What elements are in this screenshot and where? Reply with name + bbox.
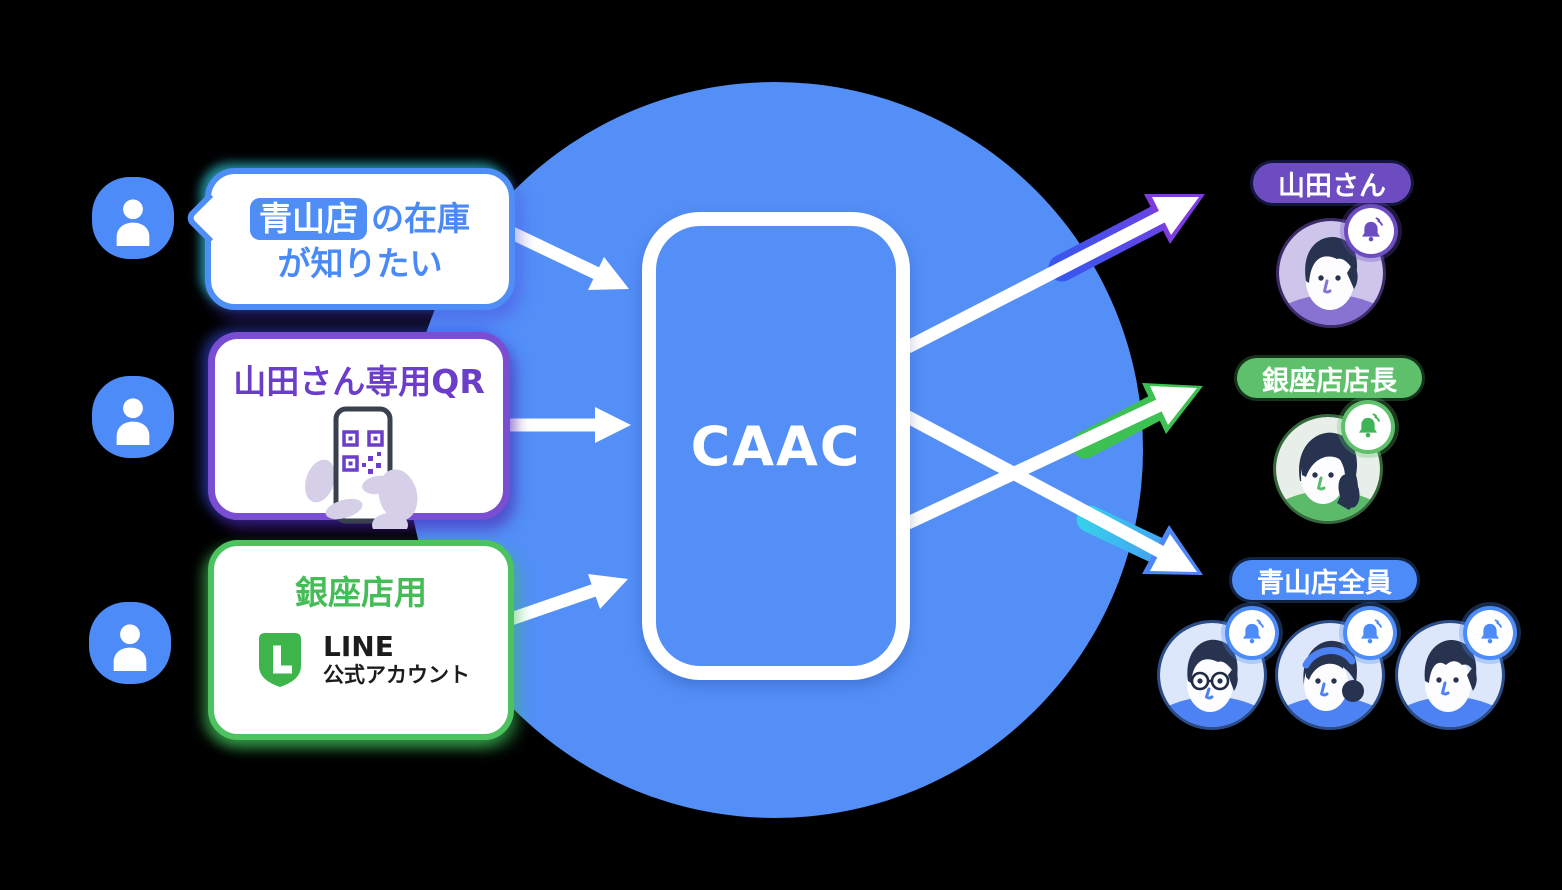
- person-icon: [113, 624, 147, 671]
- qr-card: 山田さん専用QR: [208, 332, 510, 537]
- notification-bell-badge: [1345, 404, 1391, 450]
- customer-icon-2: [92, 376, 174, 458]
- bell-icon: [1243, 619, 1264, 644]
- avatar-glasses-face: [1160, 623, 1264, 727]
- avatar-yamada: [1279, 208, 1394, 325]
- line-brand-sub: 公式アカウント: [323, 663, 470, 687]
- bell-icon: [1361, 619, 1382, 644]
- person-icon: [116, 398, 150, 445]
- recipient-pill-aoyama-all: 青山店全員: [1232, 560, 1417, 600]
- inventory-question-line1: 青山店の在庫: [211, 196, 509, 241]
- line-logo-row: LINE 公式アカウント: [214, 630, 508, 690]
- person-icon: [116, 199, 150, 246]
- hand-holding-phone-qr-icon: [305, 406, 418, 537]
- customer-icon-3: [89, 602, 171, 684]
- recipient-pill-yamada: 山田さん: [1253, 163, 1411, 203]
- line-account-card: 銀座店用 LINE 公式アカウント: [208, 540, 514, 740]
- notification-bell-badge: [1347, 610, 1393, 656]
- avatar-aoyama-staff-3: [1398, 610, 1513, 727]
- qr-card-title: 山田さん専用QR: [233, 362, 485, 401]
- avatar-ginza-manager: [1276, 404, 1391, 521]
- line-brand-name: LINE: [323, 630, 394, 663]
- line-logo-icon: [259, 633, 301, 687]
- bell-icon: [1359, 413, 1380, 438]
- store-name-badge: 青山店: [250, 198, 367, 240]
- inventory-question-text: の在庫: [371, 199, 470, 238]
- customer-icon-1: [92, 177, 174, 259]
- caac-label: CAAC: [690, 414, 862, 478]
- line-card-title: 銀座店用: [295, 573, 427, 612]
- avatar-headband-face: [1278, 623, 1382, 727]
- inventory-question-card: 青山店の在庫 が知りたい: [183, 168, 515, 310]
- avatar-aoyama-staff-1: [1160, 610, 1275, 727]
- line-brand-text: LINE 公式アカウント: [323, 632, 470, 688]
- avatar-aoyama-staff-2: [1278, 610, 1393, 727]
- notification-bell-badge: [1229, 610, 1275, 656]
- avatar-ginza-face: [1276, 417, 1380, 521]
- notification-bell-badge: [1467, 610, 1513, 656]
- notification-bell-badge: [1348, 208, 1394, 254]
- line-logo-letter: [273, 645, 292, 674]
- avatar-man-face: [1398, 623, 1502, 727]
- caac-phone: CAAC: [642, 212, 910, 680]
- inventory-question-line2: が知りたい: [277, 244, 443, 283]
- bell-icon: [1481, 619, 1502, 644]
- bell-icon: [1362, 217, 1383, 242]
- recipient-pill-ginza-manager: 銀座店店長: [1237, 358, 1422, 398]
